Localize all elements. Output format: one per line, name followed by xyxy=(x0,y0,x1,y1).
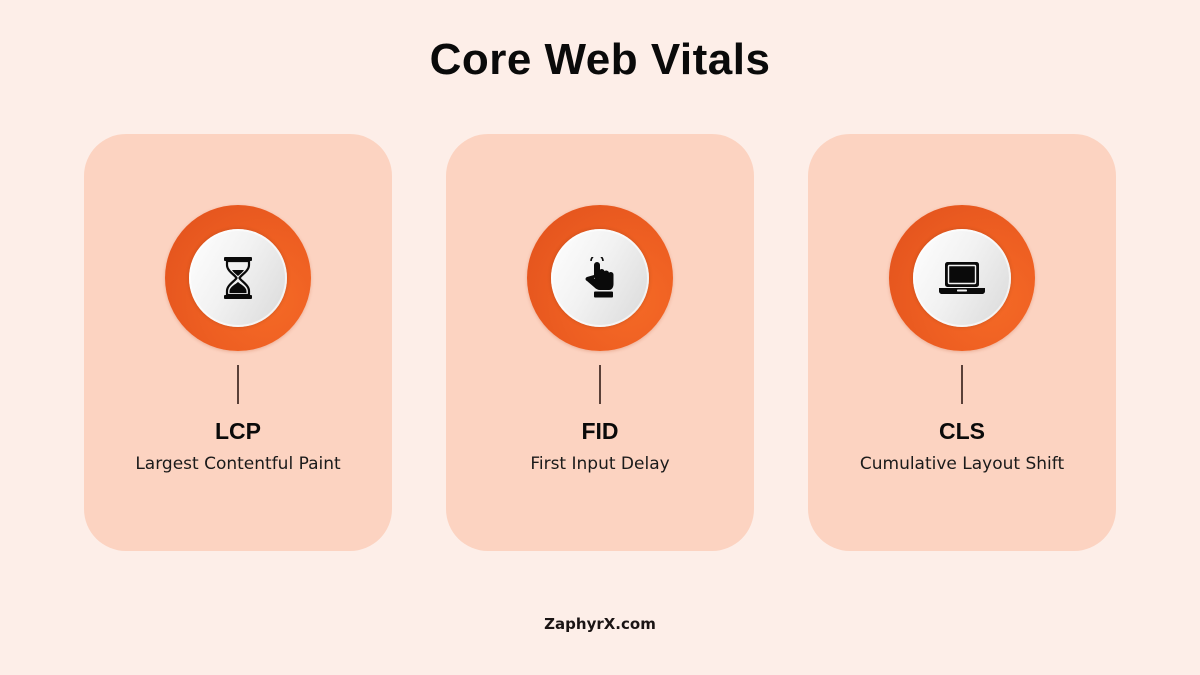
metric-card-cls: CLS Cumulative Layout Shift xyxy=(808,134,1116,551)
metric-card-lcp: LCP Largest Contentful Paint xyxy=(84,134,392,551)
metric-abbr: LCP xyxy=(215,418,261,444)
hourglass-icon xyxy=(223,256,253,300)
icon-badge-inner xyxy=(189,229,287,327)
icon-badge-inner xyxy=(913,229,1011,327)
metric-name: Largest Contentful Paint xyxy=(135,454,341,474)
footer-brand: ZaphyrX.com xyxy=(544,615,656,633)
icon-badge xyxy=(527,205,673,351)
metric-abbr: FID xyxy=(581,418,619,444)
metric-abbr: CLS xyxy=(939,418,985,444)
connector-line xyxy=(961,365,963,404)
pointer-hand-icon xyxy=(585,257,615,299)
icon-badge xyxy=(889,205,1035,351)
page-title: Core Web Vitals xyxy=(429,35,771,84)
connector-line xyxy=(599,365,601,404)
icon-badge-inner xyxy=(551,229,649,327)
icon-badge xyxy=(165,205,311,351)
metric-card-fid: FID First Input Delay xyxy=(446,134,754,551)
metric-name: First Input Delay xyxy=(530,454,670,474)
metric-name: Cumulative Layout Shift xyxy=(859,454,1065,474)
connector-line xyxy=(237,365,239,404)
laptop-icon xyxy=(938,260,986,296)
